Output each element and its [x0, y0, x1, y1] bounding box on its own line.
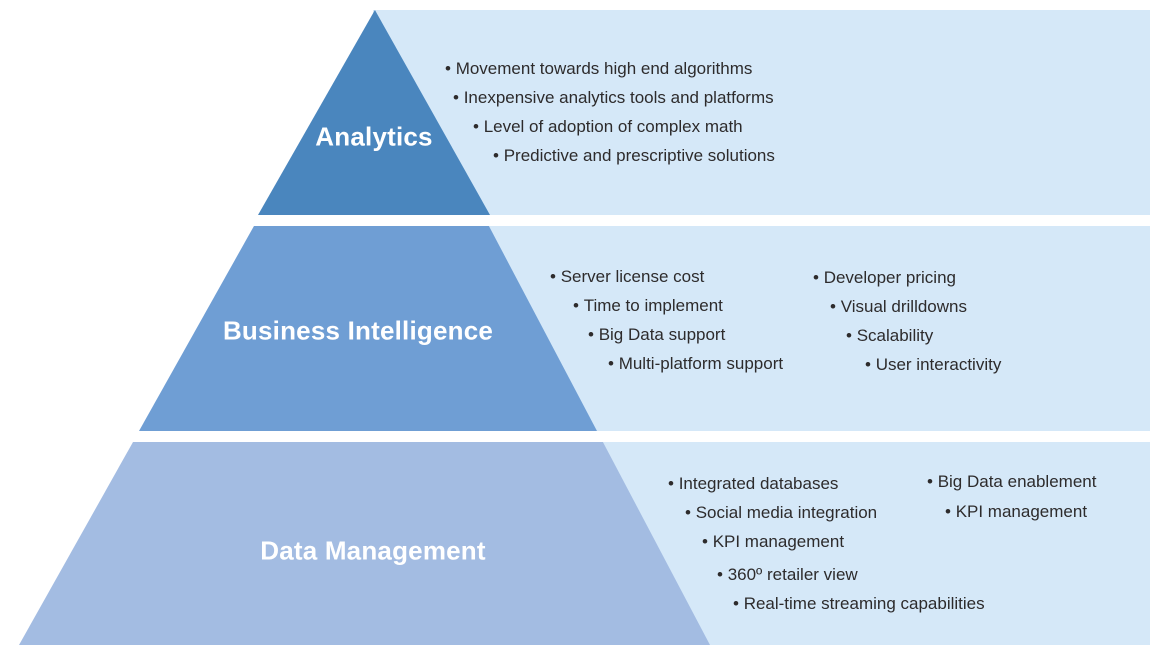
bullet-item: 360º retailer view — [717, 560, 985, 589]
bullet-item: KPI management — [702, 527, 985, 556]
tier3-bullet-list-col2: Big Data enablement KPI management — [927, 467, 1097, 527]
bullet-item: User interactivity — [865, 350, 1002, 379]
tier-label-analytics: Analytics — [315, 121, 433, 152]
tier-label-business-intelligence: Business Intelligence — [222, 315, 494, 346]
tier-label-data-management: Data Management — [260, 535, 486, 566]
bullet-item: Time to implement — [573, 291, 783, 320]
bullet-item: Developer pricing — [813, 263, 1001, 292]
bullet-item: Integrated databases — [668, 469, 985, 498]
bullet-item: Real-time streaming capabilities — [733, 589, 985, 618]
bullet-item: Visual drilldowns — [830, 292, 1001, 321]
bullet-item: Inexpensive analytics tools and platform… — [453, 83, 775, 112]
bullet-item: KPI management — [945, 497, 1096, 527]
bullet-item: Movement towards high end algorithms — [445, 54, 775, 83]
tier2-bullet-list-col1: Server license cost Time to implement Bi… — [550, 262, 783, 378]
bullet-item: Big Data support — [588, 320, 783, 349]
tier2-bullet-list-col2: Developer pricing Visual drilldowns Scal… — [813, 263, 1002, 379]
bullet-item: Social media integration — [685, 498, 985, 527]
bullet-item: Multi-platform support — [608, 349, 783, 378]
bullet-item: Server license cost — [550, 262, 783, 291]
pyramid-tier-data-management — [19, 442, 710, 645]
tier1-bullet-list: Movement towards high end algorithms Ine… — [445, 54, 775, 170]
bullet-item: Predictive and prescriptive solutions — [493, 141, 775, 170]
bullet-item: Big Data enablement — [927, 467, 1097, 497]
bullet-item: Scalability — [846, 321, 1001, 350]
tier3-bullet-list-col1: Integrated databases Social media integr… — [668, 469, 985, 618]
bullet-item: Level of adoption of complex math — [473, 112, 775, 141]
